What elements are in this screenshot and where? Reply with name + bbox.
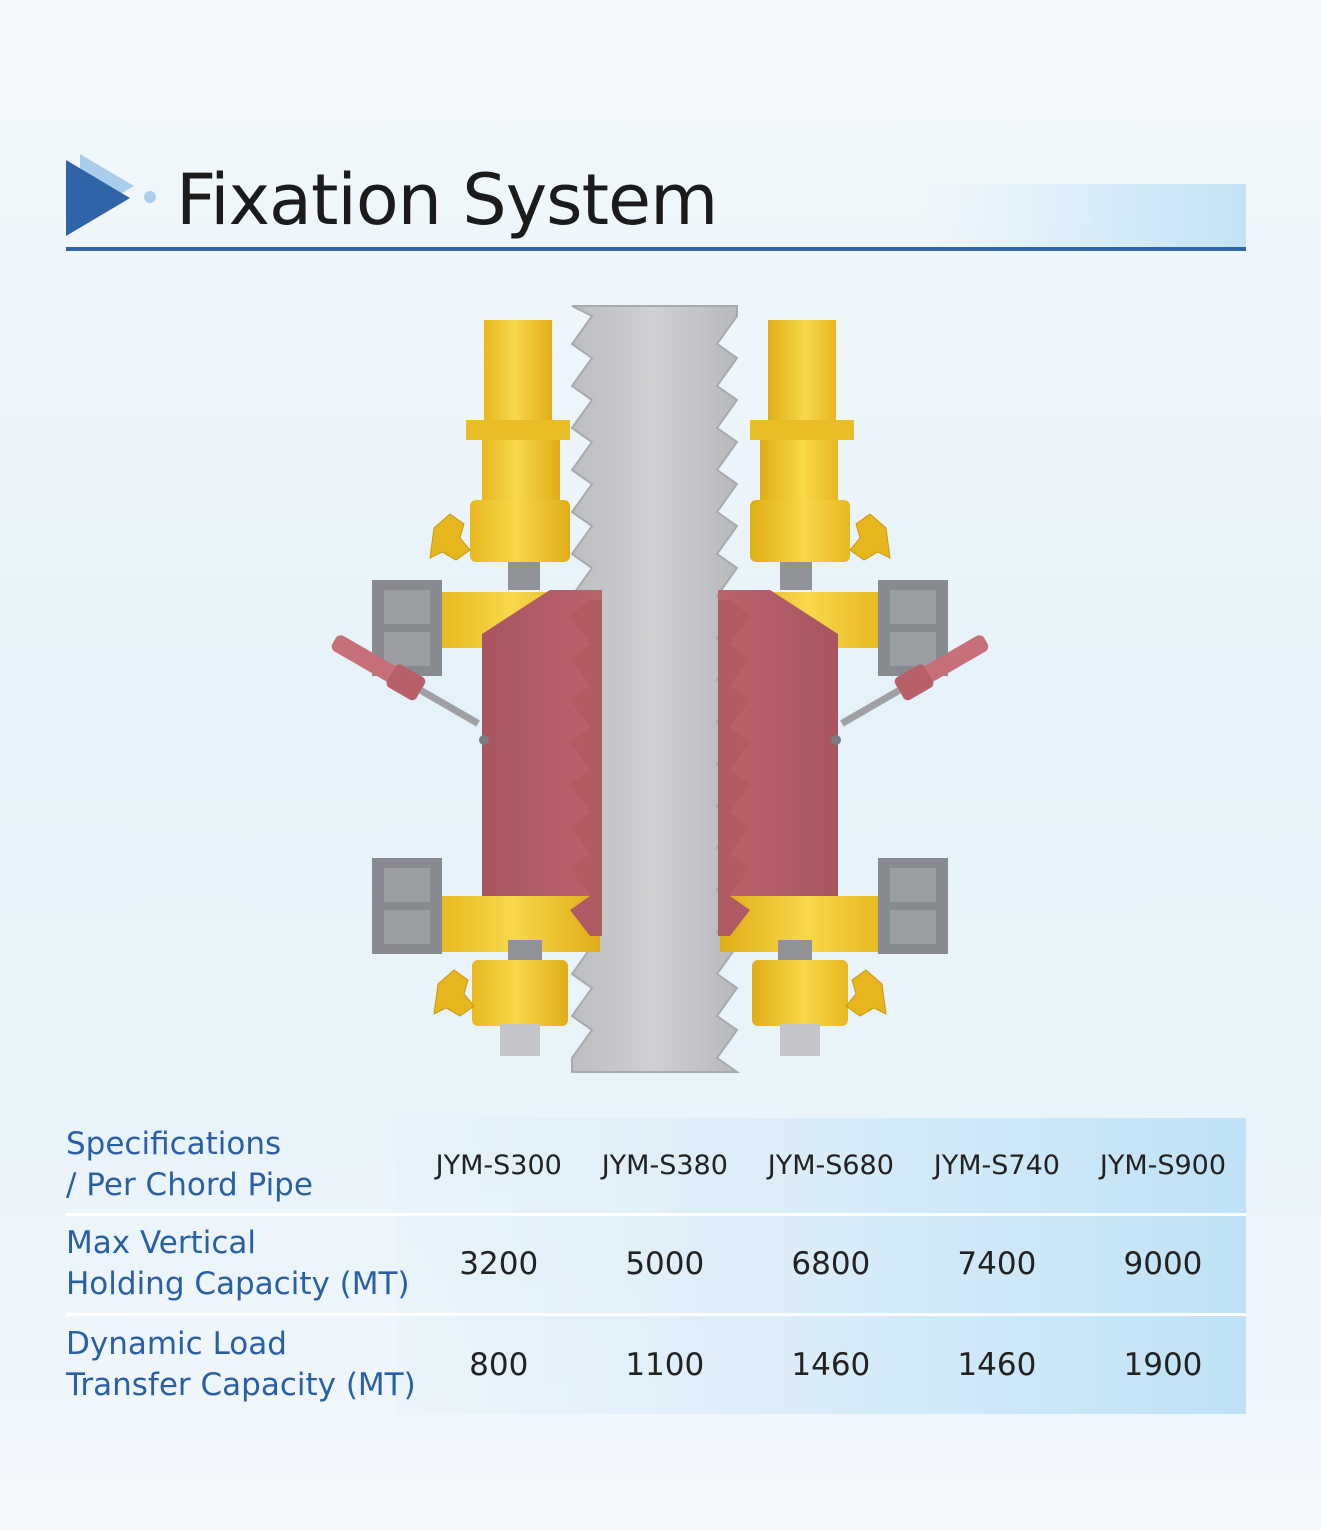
- right-chock-teeth: [718, 600, 750, 936]
- table-cell: 1460: [913, 1312, 1080, 1414]
- rack-chord: [570, 305, 741, 1073]
- specifications-table: Specifications / Per Chord Pipe JYM-S300…: [66, 1118, 1246, 1414]
- table-cell: 1100: [581, 1312, 748, 1414]
- table-row: Max Vertical Holding Capacity (MT) 3200 …: [66, 1212, 1246, 1314]
- header-highlight-band: [926, 184, 1246, 248]
- table-cell: 7400: [913, 1212, 1080, 1314]
- section-header: Fixation System: [66, 150, 1246, 254]
- table-cell: 9000: [1079, 1212, 1246, 1314]
- row-label-holding-capacity: Max Vertical Holding Capacity (MT): [66, 1212, 416, 1314]
- model-header: JYM-S900: [1099, 1149, 1227, 1181]
- left-jacking-unit: [331, 320, 602, 1056]
- table-cell: 6800: [747, 1212, 914, 1314]
- table-cell: 1900: [1079, 1312, 1246, 1414]
- table-cell: 3200: [415, 1212, 582, 1314]
- page-title: Fixation System: [176, 159, 718, 241]
- fixation-system-illustration: [331, 305, 989, 1073]
- model-header: JYM-S680: [767, 1149, 894, 1181]
- model-header: JYM-S740: [933, 1149, 1060, 1181]
- table-row: Dynamic Load Transfer Capacity (MT) 800 …: [66, 1312, 1246, 1414]
- left-chock-teeth: [570, 600, 602, 936]
- model-header: JYM-S380: [601, 1149, 728, 1181]
- table-cell: 5000: [581, 1212, 748, 1314]
- model-header: JYM-S300: [435, 1149, 562, 1181]
- header-rule: [66, 247, 1246, 251]
- table-header-row: Specifications / Per Chord Pipe JYM-S300…: [66, 1118, 1246, 1214]
- table-cell: 1460: [747, 1312, 914, 1414]
- specifications-label: Specifications / Per Chord Pipe: [66, 1126, 313, 1204]
- right-jacking-unit: [718, 320, 989, 1056]
- table-cell: 800: [415, 1312, 582, 1414]
- row-label-load-transfer: Dynamic Load Transfer Capacity (MT): [66, 1312, 416, 1414]
- play-arrow-icon: [66, 154, 156, 236]
